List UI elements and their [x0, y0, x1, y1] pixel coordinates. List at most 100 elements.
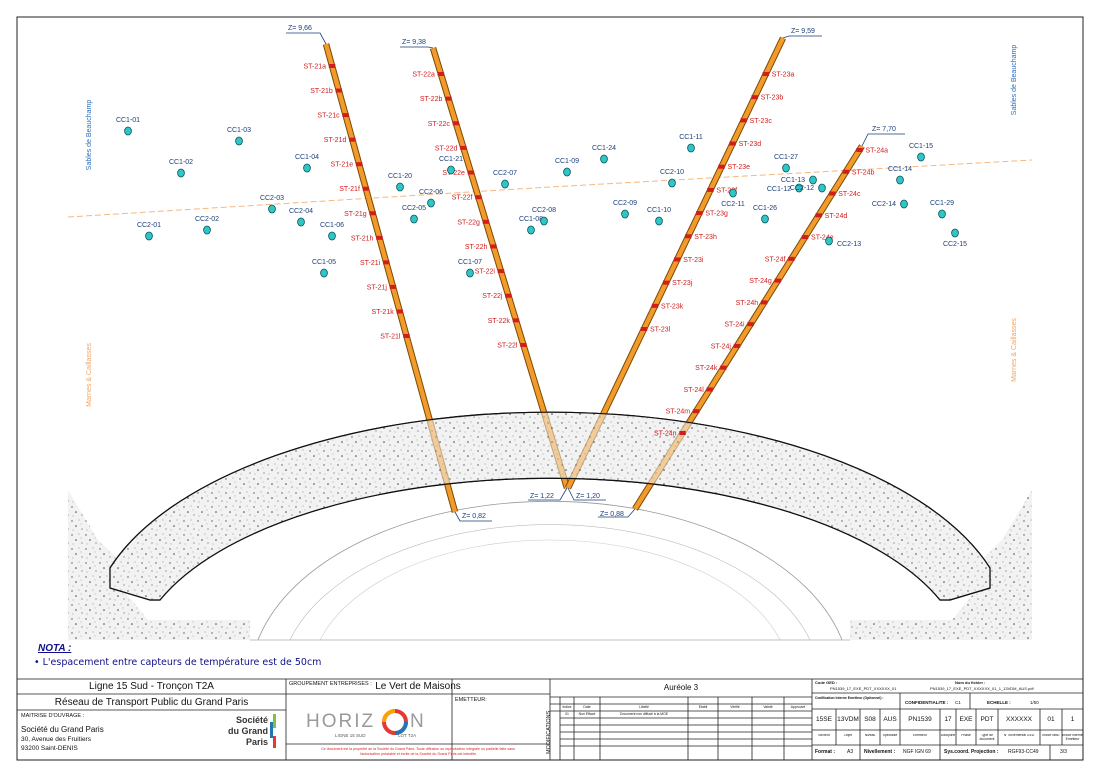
core-sample: CC2-08: [532, 207, 556, 226]
code-ged-value: PN1539_17_EXE_PDT_XXXXXX_01: [830, 686, 897, 691]
sensor-marker: [696, 211, 703, 216]
modifications-label: MODIFICATIONS: [546, 710, 552, 754]
sensor-marker: [842, 169, 850, 174]
mod-row-libelle: Document non diffusé à la MOE: [620, 712, 668, 716]
level-marker-top-23: Z= 9,59: [782, 28, 822, 39]
code-label-cell: N° incrémental GED: [1003, 734, 1035, 737]
core-samples-layer: CC1-01CC1-03CC1-02CC1-04CC2-03CC2-04CC2-…: [116, 117, 967, 278]
core-sample: CC2-06: [419, 189, 443, 208]
level-marker-bottom-24: Z= 0,88: [598, 508, 636, 518]
sensor-label: ST-24j: [711, 343, 732, 350]
code-cell: PDT: [980, 716, 994, 723]
level-marker-top-24: Z= 7,70: [861, 126, 905, 147]
level-marker-bottom-21: Z= 0,82: [454, 511, 492, 522]
svg-text:Z= 0,88: Z= 0,88: [600, 511, 624, 518]
core-sample: CC1-20: [388, 173, 412, 192]
core-sample: CC2-01: [137, 222, 161, 241]
core-sample: CC1-08: [519, 216, 543, 235]
sensor-label: ST-21b: [310, 88, 333, 95]
sensor-marker: [355, 162, 363, 167]
sensor-label: ST-22b: [420, 96, 443, 103]
core-sample: CC1-03: [227, 127, 251, 146]
code-cell: PN1539: [908, 716, 932, 723]
filename-value: PN1539_17_EXE_PDT_XXXXXX_01_1_13VDM_AUS.…: [930, 686, 1034, 691]
sensor-label: ST-21i: [360, 260, 381, 267]
emetteur-label: EMETTEUR:: [455, 697, 487, 703]
sensors-layer: ST-21aST-21bST-21cST-21dST-21eST-21fST-2…: [303, 64, 888, 438]
sensor-marker: [788, 256, 795, 261]
inner-arch-3: [319, 539, 781, 641]
sensor-marker: [685, 234, 692, 239]
level-marker-bottom-22: Z= 1,22: [528, 487, 568, 501]
mo-address-2: 93200 Saint-DENIS: [21, 745, 78, 752]
sensor-label: ST-24b: [852, 169, 875, 176]
svg-text:CC2-08: CC2-08: [532, 207, 556, 214]
sensor-label: ST-23h: [694, 234, 717, 241]
core-sample: CC2-05: [402, 205, 426, 224]
core-sample: CC1-15: [909, 143, 933, 162]
core-sample: CC1-06: [320, 222, 344, 241]
core-sample: CC1-21: [439, 156, 463, 175]
svg-text:CC2-15: CC2-15: [943, 241, 967, 248]
code-label-cell: Emetteur: [913, 734, 927, 737]
sensor-label: ST-24d: [825, 213, 848, 220]
syscoord-value: RGF93-CC49: [1008, 749, 1039, 755]
sensor-label: ST-24m: [666, 409, 691, 416]
sensor-marker: [679, 431, 686, 435]
core-sample: CC2-10: [660, 169, 684, 188]
svg-text:CC1-08: CC1-08: [519, 216, 543, 223]
code-label-cell: Indice MBE: [1042, 734, 1060, 737]
sensor-marker: [774, 278, 782, 283]
confidentialite-label: CONFIDENTIALITE :: [905, 700, 949, 705]
confidentialite-value: C1: [955, 700, 961, 705]
sensor-marker: [505, 293, 512, 298]
sensor-marker: [733, 343, 741, 348]
sensor-label: ST-22e: [442, 170, 465, 177]
core-sample: CC2-09: [613, 200, 637, 219]
borehole-23: [565, 36, 786, 490]
code-cell: 17: [944, 716, 952, 723]
sensor-label: ST-24l: [684, 387, 705, 394]
code-label-cell: Niveau: [864, 734, 876, 737]
core-sample: CC1-27: [774, 154, 798, 173]
svg-text:CC1-04: CC1-04: [295, 154, 319, 161]
code-cell: EXE: [959, 716, 973, 723]
svg-text:CC1-27: CC1-27: [774, 154, 798, 161]
zone-label-marnes-left: Marnes & Caillasses: [86, 343, 93, 407]
sensor-marker: [437, 72, 445, 76]
svg-text:CC1-05: CC1-05: [312, 259, 336, 266]
svg-text:CC1-20: CC1-20: [388, 173, 412, 180]
svg-text:CC1-29: CC1-29: [930, 200, 954, 207]
svg-text:CC1-06: CC1-06: [320, 222, 344, 229]
sensor-marker: [662, 280, 670, 285]
svg-text:Z= 1,20: Z= 1,20: [576, 493, 600, 500]
core-sample: CC2-02: [195, 216, 219, 235]
sensor-label: ST-23i: [683, 257, 704, 264]
svg-text:CC1-24: CC1-24: [592, 145, 616, 152]
code-label-cell: Indice interne Emetteur: [1062, 734, 1083, 741]
core-sample: CC1-04: [295, 154, 319, 173]
nota-title: NOTA :: [38, 643, 72, 654]
sensor-label: ST-23j: [672, 280, 693, 287]
line-title: Ligne 15 Sud - Tronçon T2A: [89, 681, 214, 692]
core-sample: CC2-13: [825, 236, 861, 248]
mod-header-verifie: Vérifié: [730, 705, 740, 709]
geo-boundary-line: [67, 159, 1033, 218]
document-title: Auréole 3: [663, 683, 699, 692]
sensor-label: ST-23l: [650, 327, 671, 334]
horizon-logo-end: N: [410, 711, 424, 732]
svg-text:CC1-13: CC1-13: [781, 177, 805, 184]
svg-text:CC2-01: CC2-01: [137, 222, 161, 229]
left-wall: [68, 490, 250, 640]
sensor-marker: [720, 365, 727, 370]
core-sample: CC1-24: [592, 145, 616, 164]
svg-text:CC1-21: CC1-21: [439, 156, 463, 163]
svg-text:CC2-02: CC2-02: [195, 216, 219, 223]
sensor-marker: [706, 387, 713, 392]
code-cell: XXXXXX: [1005, 716, 1032, 723]
core-sample: CC1-29: [930, 200, 954, 219]
sensor-marker: [520, 343, 527, 347]
sensor-marker: [335, 88, 343, 93]
svg-text:Z= 9,59: Z= 9,59: [791, 28, 815, 35]
